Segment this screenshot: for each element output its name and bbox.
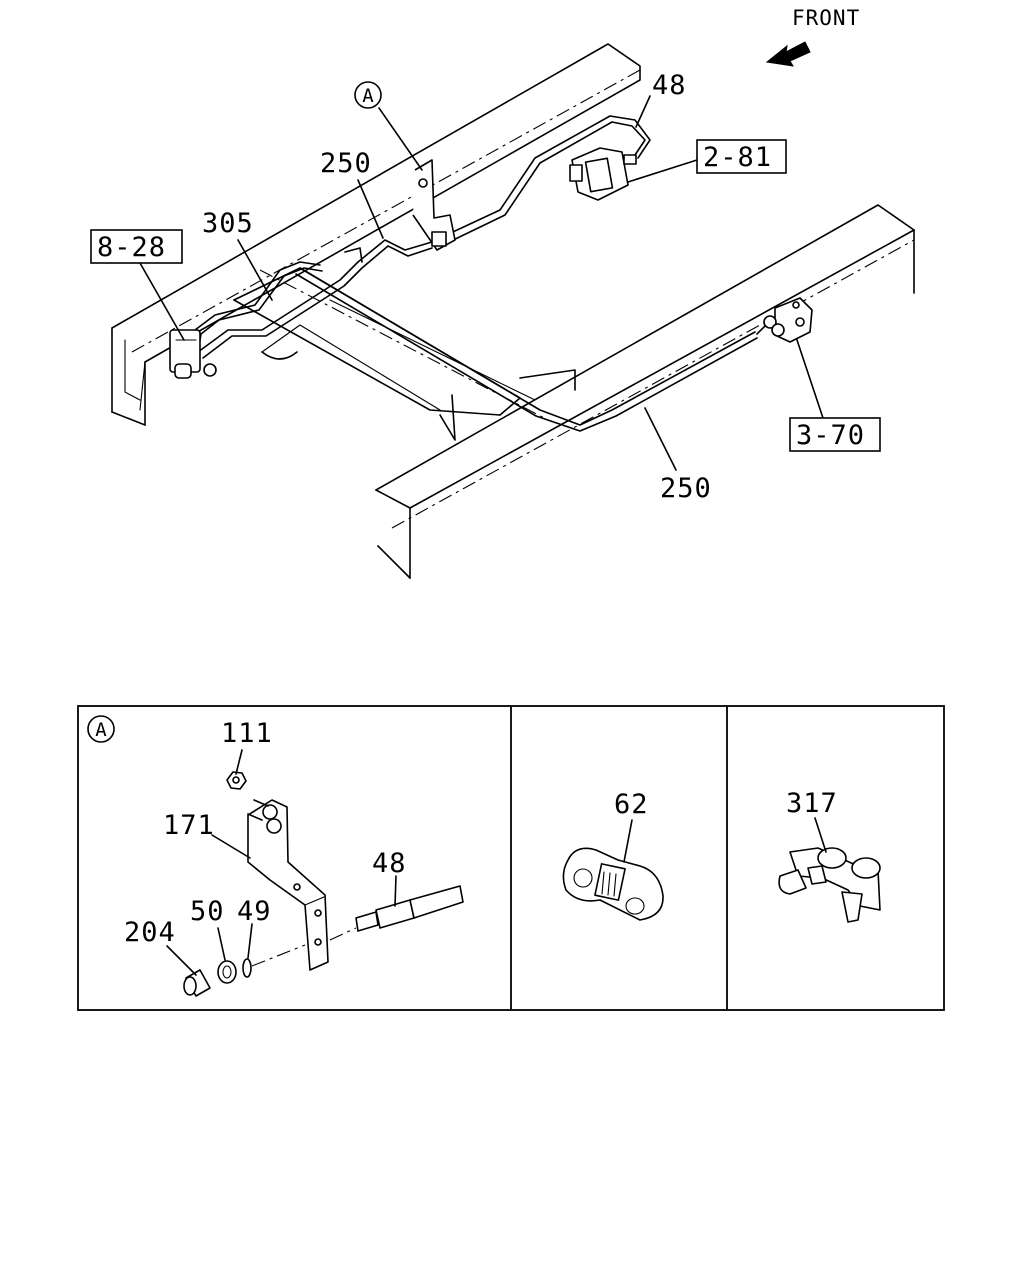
washer-49 bbox=[242, 944, 306, 978]
detail-marker-a-letter: A bbox=[362, 85, 374, 107]
nut-50 bbox=[217, 960, 237, 984]
detail-panel-frame bbox=[77, 705, 945, 1011]
detail-panel-clamp: 317 bbox=[778, 788, 881, 923]
device-2-81 bbox=[569, 147, 637, 201]
front-direction-label: FRONT bbox=[792, 6, 860, 30]
callout-62: 62 bbox=[614, 789, 649, 820]
cross-member bbox=[233, 247, 576, 441]
callout-48-detail: 48 bbox=[372, 848, 407, 879]
detail-marker-a[interactable]: A bbox=[354, 81, 382, 109]
callout-50: 50 bbox=[190, 896, 225, 927]
callout-204: 204 bbox=[124, 917, 176, 948]
panel-a-marker-letter: A bbox=[95, 719, 107, 741]
lower-frame-rail bbox=[375, 204, 915, 579]
valve-3-70 bbox=[756, 297, 813, 343]
callout-250-upper: 250 bbox=[320, 148, 372, 179]
callout-250-lower: 250 bbox=[660, 473, 712, 504]
callout-305: 305 bbox=[202, 208, 254, 239]
callout-317: 317 bbox=[786, 788, 838, 819]
front-arrow-icon bbox=[765, 41, 811, 67]
upper-frame-rail bbox=[111, 43, 641, 426]
mounting-bracket-a bbox=[412, 159, 456, 251]
reference-box-2-81[interactable]: 2-81 bbox=[696, 139, 787, 174]
leader-lines bbox=[139, 95, 824, 471]
valve-8-28 bbox=[169, 329, 217, 379]
callout-111: 111 bbox=[221, 718, 273, 749]
reference-box-3-70[interactable]: 3-70 bbox=[789, 417, 881, 452]
nut-111 bbox=[226, 771, 247, 790]
reference-8-28: 8-28 bbox=[97, 232, 166, 263]
detail-panel-clip: 62 bbox=[562, 789, 664, 921]
clip-62 bbox=[562, 847, 664, 921]
reference-2-81: 2-81 bbox=[703, 142, 772, 173]
brake-pipes bbox=[191, 115, 758, 432]
callout-48: 48 bbox=[652, 70, 687, 101]
bracket-171 bbox=[247, 799, 329, 971]
callout-171: 171 bbox=[163, 810, 215, 841]
reference-3-70: 3-70 bbox=[796, 420, 865, 451]
panel-a-marker: A bbox=[87, 715, 115, 743]
detail-panel-a: A bbox=[87, 715, 464, 997]
reference-box-8-28[interactable]: 8-28 bbox=[90, 229, 183, 264]
pipe-fitting-48 bbox=[329, 885, 464, 941]
clamp-317 bbox=[778, 847, 881, 923]
bolt-upper bbox=[247, 799, 269, 821]
callout-49: 49 bbox=[237, 896, 272, 927]
connector-204 bbox=[183, 969, 211, 997]
